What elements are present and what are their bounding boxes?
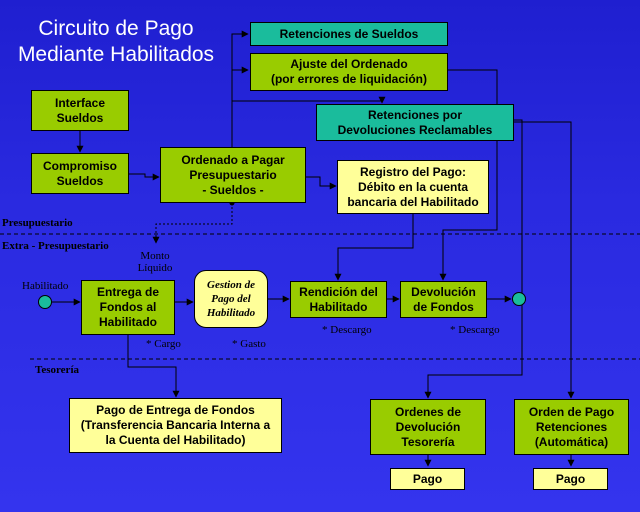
- box-gestion-pago: Gestion de Pago del Habilitado: [194, 270, 268, 328]
- box-retenciones-devoluciones: Retenciones por Devoluciones Reclamables: [316, 104, 514, 141]
- diagram-title: Circuito de Pago Mediante Habilitados: [17, 17, 215, 66]
- end-node: [512, 292, 526, 306]
- label-gasto: * Gasto: [232, 338, 266, 350]
- box-orden-pago-retenciones: Orden de Pago Retenciones (Automática): [514, 399, 629, 455]
- box-rendicion: Rendición del Habilitado: [290, 281, 387, 318]
- box-registro-pago: Registro del Pago: Débito en la cuenta b…: [337, 160, 489, 214]
- section-extra-presupuestario: Extra - Presupuestario: [2, 240, 109, 252]
- box-pago-1: Pago: [390, 468, 465, 490]
- label-cargo: * Cargo: [146, 338, 181, 350]
- box-pago-2: Pago: [533, 468, 608, 490]
- box-devolucion-fondos: Devolución de Fondos: [400, 281, 487, 318]
- box-pago-entrega: Pago de Entrega de Fondos (Transferencia…: [69, 398, 282, 453]
- box-ordenado-pagar: Ordenado a Pagar Presupuestario - Sueldo…: [160, 147, 306, 203]
- box-retenciones-sueldos: Retenciones de Sueldos: [250, 22, 448, 46]
- label-descargo-1: * Descargo: [322, 324, 372, 336]
- box-compromiso-sueldos: Compromiso Sueldos: [31, 153, 129, 194]
- section-presupuestario: Presupuestario: [2, 217, 73, 229]
- section-tesoreria: Tesorería: [35, 364, 79, 376]
- label-monto-liquido: Monto Líquido: [137, 250, 173, 274]
- box-ordenes-devolucion: Ordenes de Devolución Tesorería: [370, 399, 486, 455]
- label-habilitado: Habilitado: [22, 280, 69, 292]
- box-entrega-fondos: Entrega de Fondos al Habilitado: [81, 280, 175, 335]
- box-ajuste-ordenado: Ajuste del Ordenado (por errores de liqu…: [250, 53, 448, 91]
- box-interface-sueldos: Interface Sueldos: [31, 90, 129, 131]
- habilitado-start-node: [38, 295, 52, 309]
- label-descargo-2: * Descargo: [450, 324, 500, 336]
